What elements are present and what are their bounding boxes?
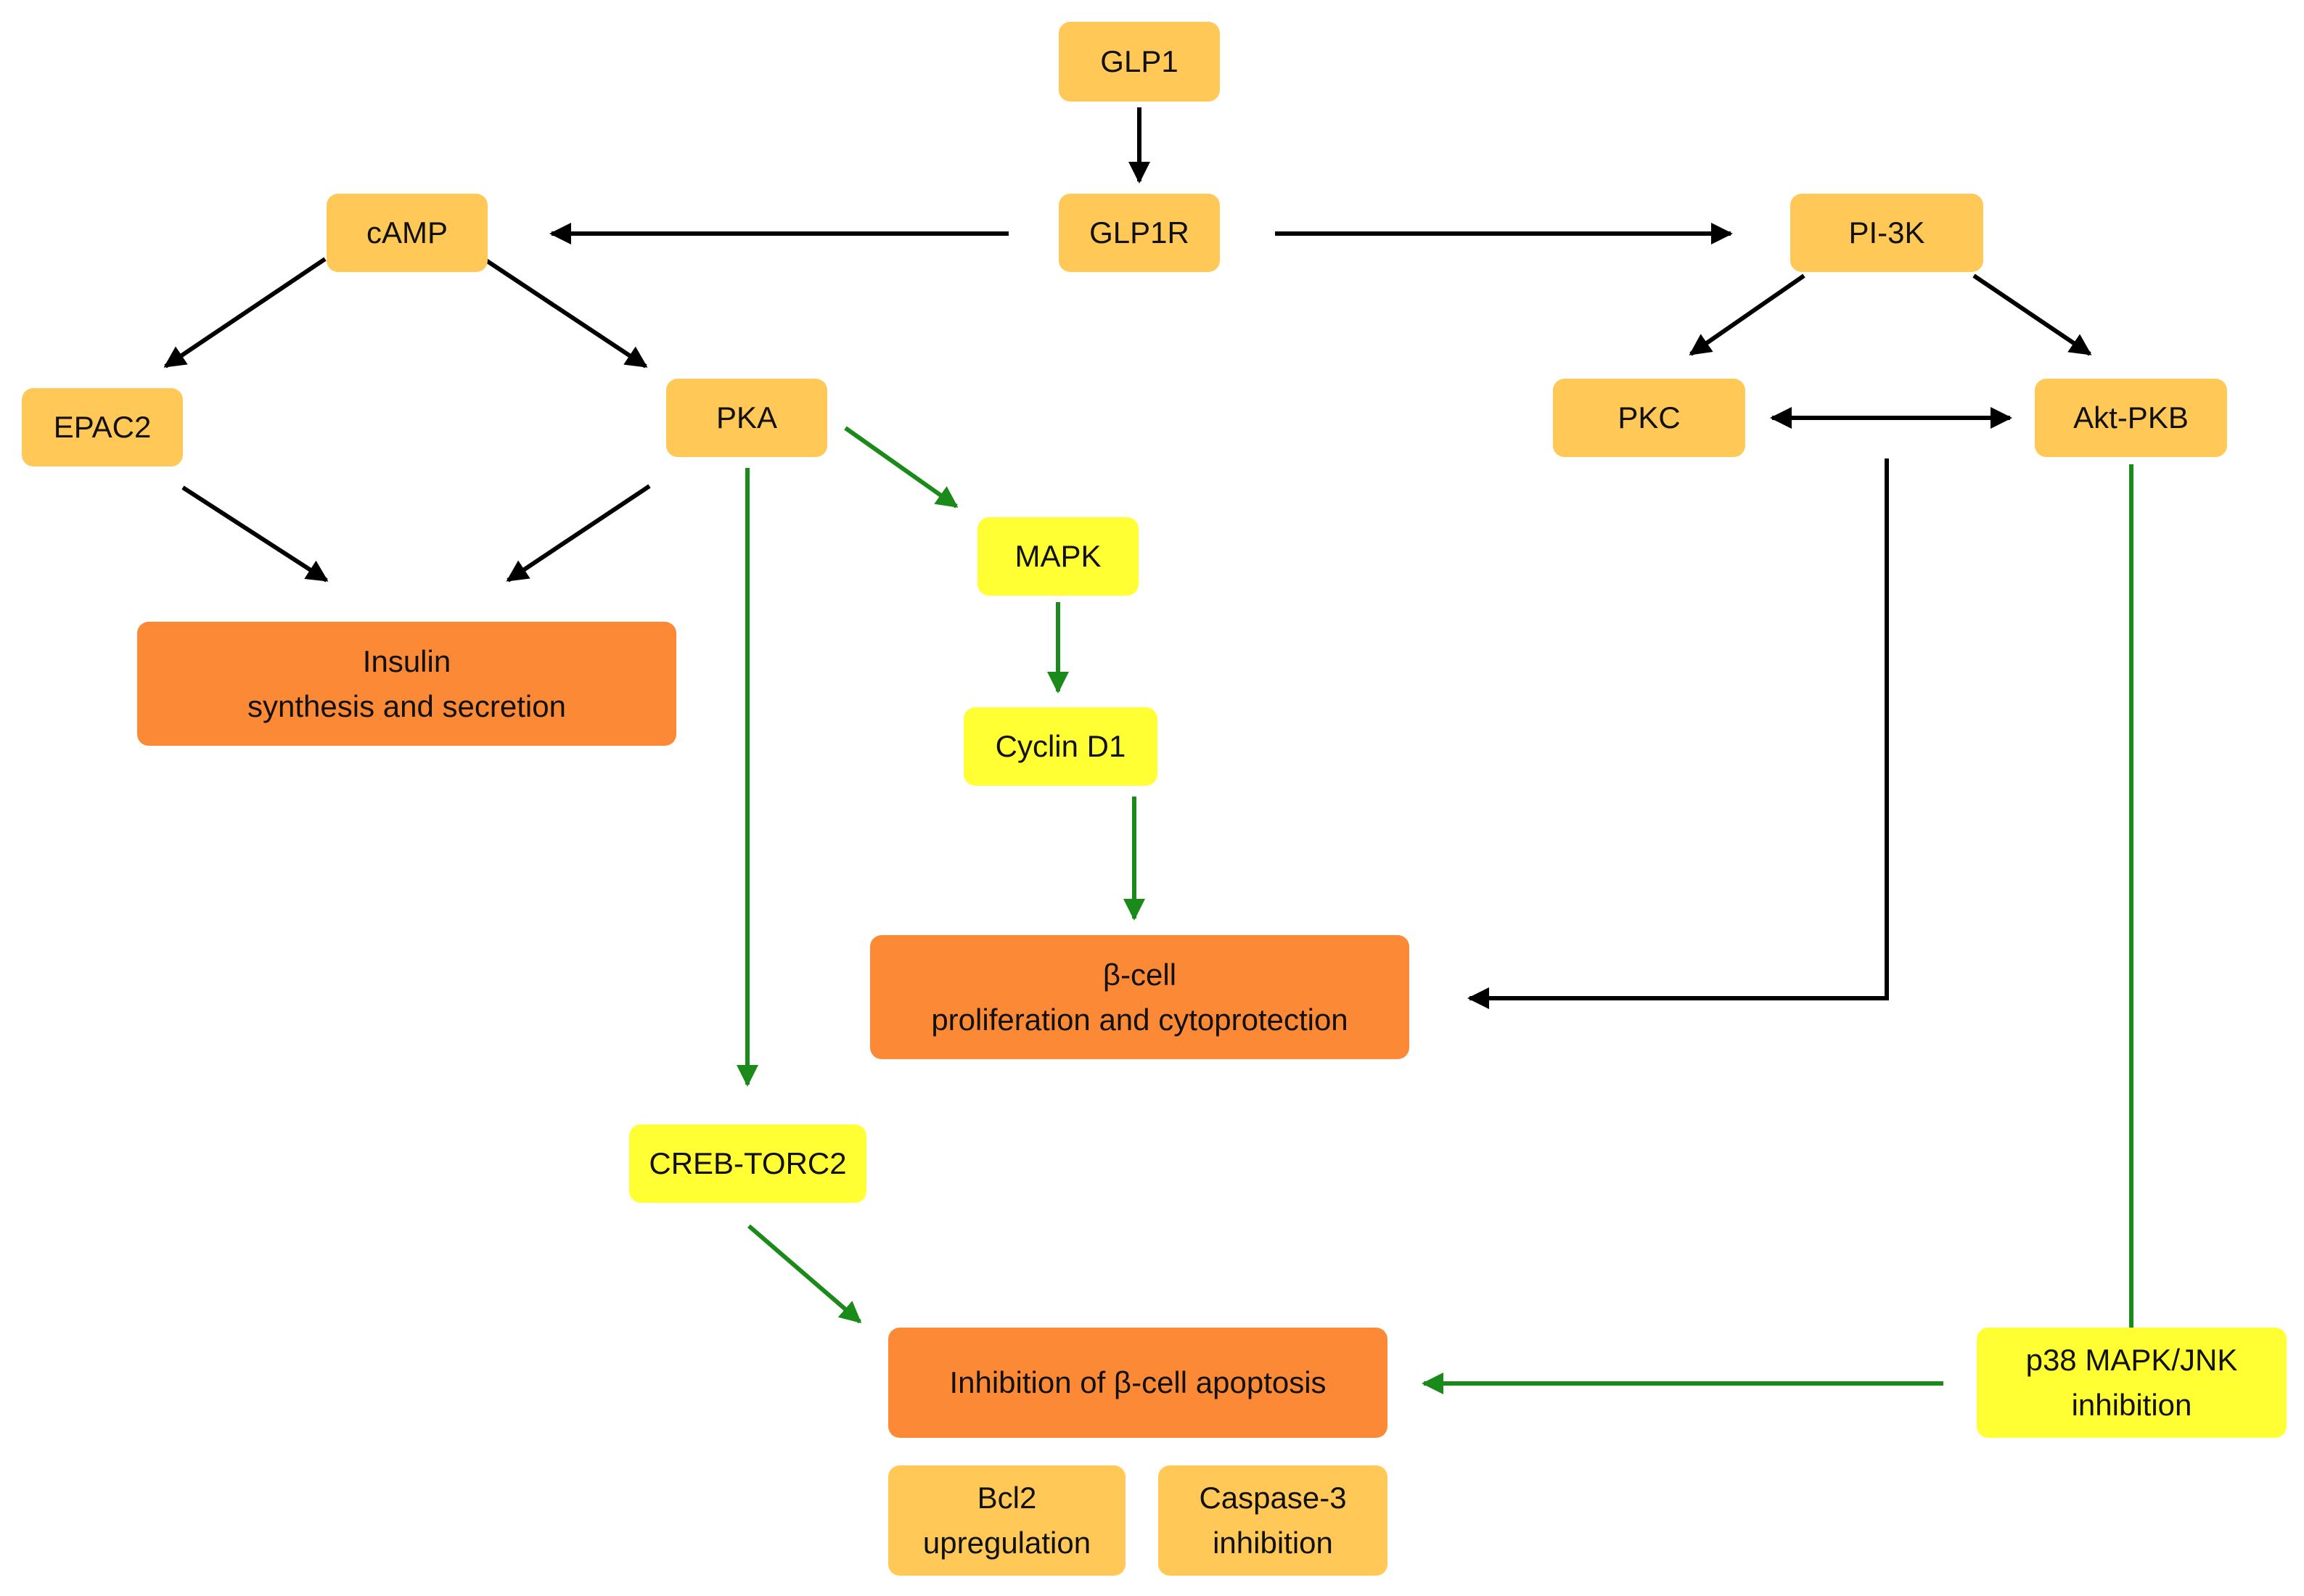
arrow-pi3k-to-akt bbox=[1972, 273, 2092, 356]
node-creb-torc2: CREB-TORC2 bbox=[629, 1124, 866, 1203]
node-p38-line-1: p38 MAPK/JNK bbox=[2025, 1343, 2238, 1377]
node-bcl2-line-2: upregulation bbox=[922, 1526, 1091, 1560]
arrow-epac2-to-insulin bbox=[181, 485, 329, 583]
arrow-creb-to-inhibition bbox=[747, 1224, 862, 1324]
node-bcl2-upregulation: Bcl2 upregulation bbox=[888, 1465, 1126, 1576]
node-akt-pkb-label: Akt-PKB bbox=[2073, 400, 2189, 435]
node-glp1-label: GLP1 bbox=[1100, 44, 1178, 78]
node-caspase3-inhibition: Caspase-3 inhibition bbox=[1158, 1465, 1387, 1576]
node-pi3k-label: PI-3K bbox=[1848, 215, 1925, 250]
node-caspase3-line-2: inhibition bbox=[1213, 1526, 1333, 1560]
node-camp: cAMP bbox=[327, 194, 488, 272]
node-camp-label: cAMP bbox=[366, 215, 448, 250]
node-bcell-line-1: β-cell bbox=[1102, 957, 1177, 992]
node-epac2: EPAC2 bbox=[22, 388, 183, 466]
node-insulin-synthesis: Insulin synthesis and secretion bbox=[137, 622, 676, 746]
node-p38-line-2: inhibition bbox=[2071, 1388, 2192, 1422]
node-pkc-label: PKC bbox=[1618, 400, 1681, 435]
arrow-camp-to-epac2 bbox=[163, 257, 327, 369]
arrow-pka-to-insulin bbox=[506, 484, 651, 583]
node-glp1: GLP1 bbox=[1059, 22, 1220, 102]
arrow-pkc-akt-to-bcell bbox=[1467, 458, 1889, 1009]
node-caspase3-line-1: Caspase-3 bbox=[1199, 1481, 1347, 1515]
node-insulin-line-1: Insulin bbox=[362, 643, 451, 678]
node-akt-pkb: Akt-PKB bbox=[2035, 379, 2227, 457]
node-pka-label: PKA bbox=[716, 400, 778, 435]
node-bcell-line-2: proliferation and cytoprotection bbox=[931, 1002, 1348, 1037]
node-pkc: PKC bbox=[1553, 379, 1745, 457]
node-pka: PKA bbox=[666, 379, 827, 457]
node-mapk-label: MAPK bbox=[1014, 539, 1102, 573]
node-insulin-line-2: synthesis and secretion bbox=[247, 688, 566, 723]
arrow-camp-to-pka bbox=[483, 257, 648, 369]
node-inhibition-label: Inhibition of β-cell apoptosis bbox=[949, 1365, 1327, 1399]
node-pi3k: PI-3K bbox=[1790, 194, 1983, 272]
node-bcl2-line-1: Bcl2 bbox=[977, 1481, 1037, 1515]
node-mapk: MAPK bbox=[977, 517, 1139, 596]
node-epac2-label: EPAC2 bbox=[53, 410, 152, 444]
node-bcell-proliferation: β-cell proliferation and cytoprotection bbox=[870, 935, 1409, 1059]
node-glp1r: GLP1R bbox=[1059, 194, 1220, 272]
node-cyclin-d1-label: Cyclin D1 bbox=[995, 729, 1126, 763]
arrow-pka-to-mapk bbox=[844, 426, 959, 509]
node-cyclin-d1: Cyclin D1 bbox=[964, 707, 1157, 786]
arrow-pi3k-to-pkc bbox=[1689, 273, 1805, 356]
node-creb-torc2-label: CREB-TORC2 bbox=[649, 1146, 847, 1180]
node-inhibition-apoptosis: Inhibition of β-cell apoptosis bbox=[888, 1328, 1387, 1438]
node-p38-mapk-jnk: p38 MAPK/JNK inhibition bbox=[1977, 1328, 2287, 1438]
node-glp1r-label: GLP1R bbox=[1089, 215, 1189, 250]
